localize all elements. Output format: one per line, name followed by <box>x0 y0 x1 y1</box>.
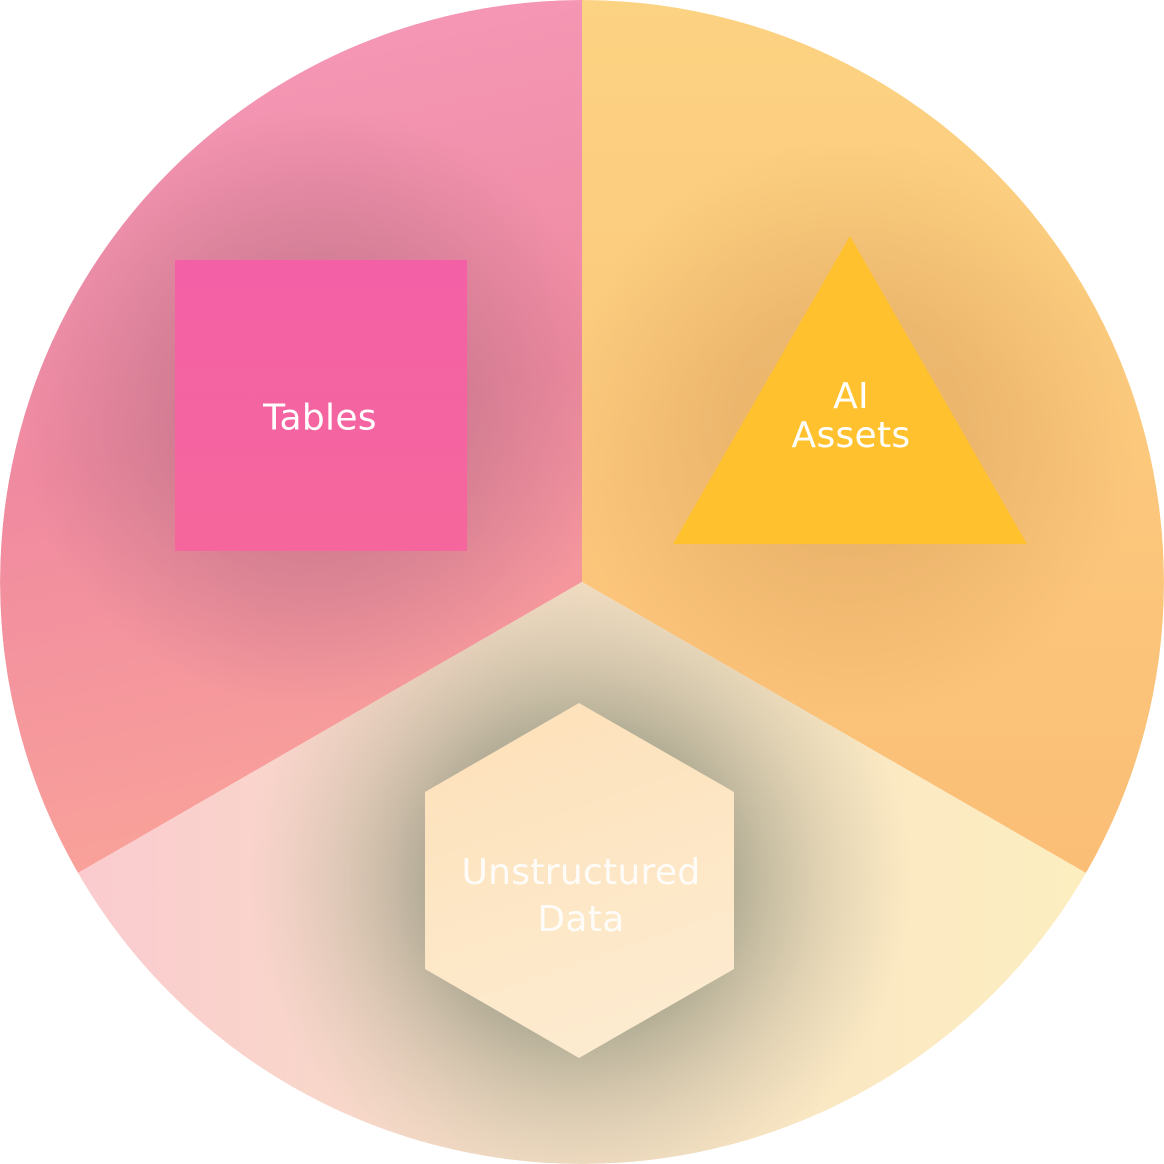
unstructured-data-label: Unstructured Data <box>461 852 701 940</box>
tables-square-shape <box>175 260 467 551</box>
tables-label: Tables <box>263 397 377 439</box>
ai-assets-label: AI Assets <box>791 376 911 456</box>
unstructured-data-hexagon-shape <box>425 703 734 1058</box>
ai-assets-triangle-shape <box>673 236 1027 544</box>
